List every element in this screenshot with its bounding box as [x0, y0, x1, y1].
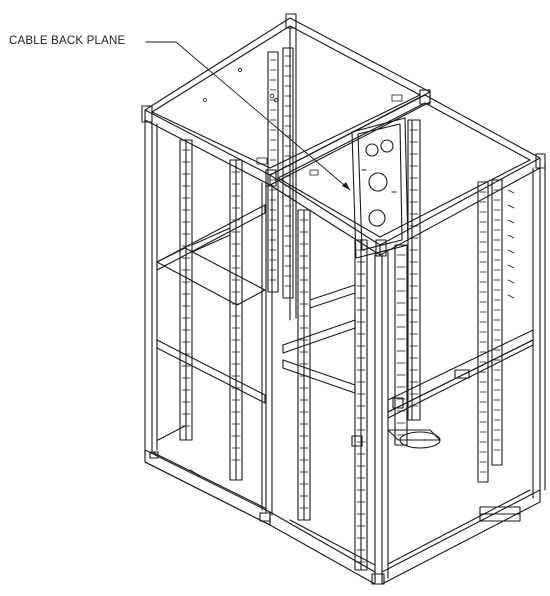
left-rack-frame: [141, 13, 431, 526]
cable-back-plane-label: CABLE BACK PLANE: [9, 35, 126, 47]
left-rack-rail-slots: [181, 55, 292, 461]
right-rack-rail-slots: [299, 189, 515, 563]
right-rack-frame: [269, 89, 546, 585]
back-plane-slots: [396, 129, 419, 436]
top-fasteners: [203, 68, 403, 176]
